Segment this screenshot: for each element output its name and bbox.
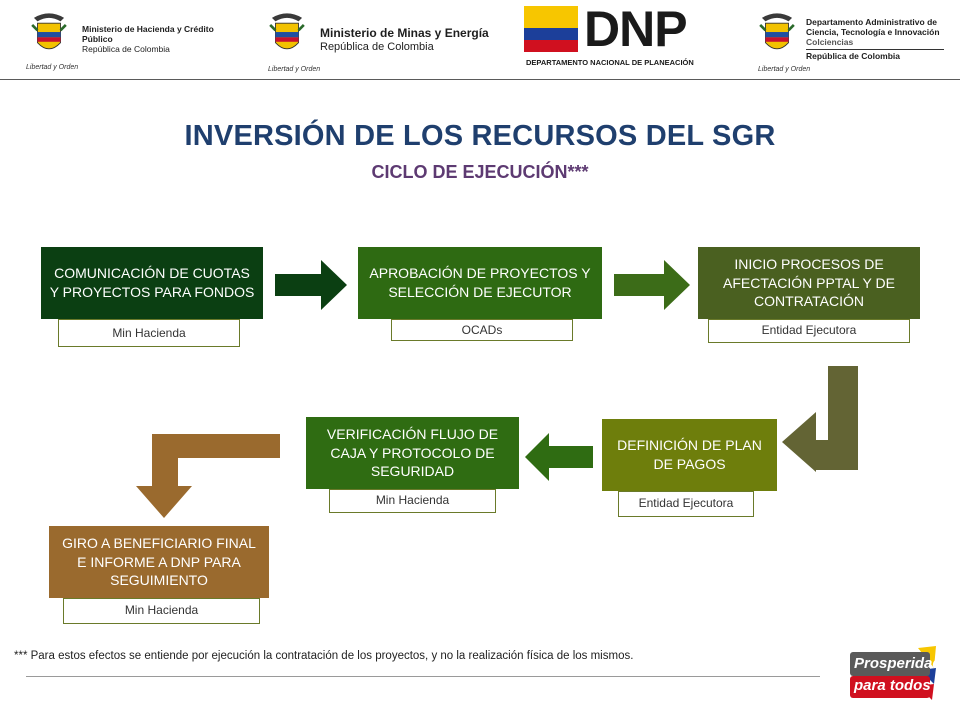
page-subtitle: CICLO DE EJECUCIÓN*** xyxy=(371,162,589,182)
logo-ministerio-hacienda: Ministerio de Hacienda y Crédito Público… xyxy=(24,4,232,76)
logo1-line2: República de Colombia xyxy=(82,43,170,54)
colombia-coat-of-arms-icon xyxy=(31,13,67,50)
colombia-flag-icon xyxy=(524,6,578,52)
prosperidad-badge: Prosperidad para todos xyxy=(848,646,942,706)
flow-arrow-bent-down-left-icon xyxy=(782,366,858,472)
step-owner-label: Min Hacienda xyxy=(329,489,496,513)
flow-arrow-left-icon xyxy=(525,433,593,481)
prosperidad-flag-swoosh-icon xyxy=(850,646,936,700)
logo4-line4: República de Colombia xyxy=(806,51,900,62)
step-definicion-plan-pagos: DEFINICIÓN DE PLAN DE PAGOS xyxy=(602,419,777,491)
flow-arrow-right-icon xyxy=(614,260,690,310)
logo4-motto: Libertad y Orden xyxy=(758,66,811,73)
logo1-motto: Libertad y Orden xyxy=(26,64,79,71)
logo4-line2: Ciencia, Tecnología e Innovación xyxy=(806,26,940,37)
step-giro-beneficiario: GIRO A BENEFICIARIO FINAL E INFORME A DN… xyxy=(49,526,269,598)
step-comunicacion-cuotas: COMUNICACIÓN DE CUOTAS Y PROYECTOS PARA … xyxy=(41,247,263,319)
logo1-line1: Ministerio de Hacienda y Crédito Público xyxy=(82,24,214,45)
flow-arrow-right-icon xyxy=(275,260,347,310)
footer-divider xyxy=(26,676,820,677)
colombia-coat-of-arms-icon xyxy=(759,13,795,50)
logo4-line3: Colciencias xyxy=(806,36,854,47)
logo2-motto: Libertad y Orden xyxy=(268,66,321,73)
logo-dnp: DNP DEPARTAMENTO NACIONAL DE PLANEACIÓN xyxy=(520,1,720,72)
logo2-line2: República de Colombia xyxy=(320,40,434,53)
logo4-line1: Departamento Administrativo de xyxy=(806,16,937,27)
header-divider xyxy=(0,79,960,80)
step-aprobacion-proyectos: APROBACIÓN DE PROYECTOS Y SELECCIÓN DE E… xyxy=(358,247,602,319)
badge-line2: para todos xyxy=(854,677,931,694)
logo2-line1: Ministerio de Minas y Energía xyxy=(320,25,489,40)
page-title: INVERSIÓN DE LOS RECURSOS DEL SGR xyxy=(184,120,776,152)
step-owner-label: Min Hacienda xyxy=(58,319,240,347)
dnp-caption: DEPARTAMENTO NACIONAL DE PLANEACIÓN xyxy=(526,58,694,67)
flow-arrow-bent-down-icon xyxy=(136,434,280,518)
step-owner-label: Entidad Ejecutora xyxy=(618,491,754,517)
footnote: *** Para estos efectos se entiende por e… xyxy=(14,650,634,662)
step-verificacion-flujo: VERIFICACIÓN FLUJO DE CAJA Y PROTOCOLO D… xyxy=(306,417,519,489)
step-owner-label: OCADs xyxy=(391,319,573,341)
step-owner-label: Min Hacienda xyxy=(63,598,260,624)
colombia-coat-of-arms-icon xyxy=(269,13,305,50)
step-inicio-procesos: INICIO PROCESOS DE AFECTACIÓN PPTAL Y DE… xyxy=(698,247,920,319)
step-owner-label: Entidad Ejecutora xyxy=(708,319,910,343)
logo-colciencias: Departamento Administrativo de Ciencia, … xyxy=(752,4,948,76)
dnp-wordmark: DNP xyxy=(584,1,688,57)
badge-line1: Prosperidad xyxy=(854,655,942,672)
logo-ministerio-minas: Ministerio de Minas y Energía República … xyxy=(262,4,490,76)
